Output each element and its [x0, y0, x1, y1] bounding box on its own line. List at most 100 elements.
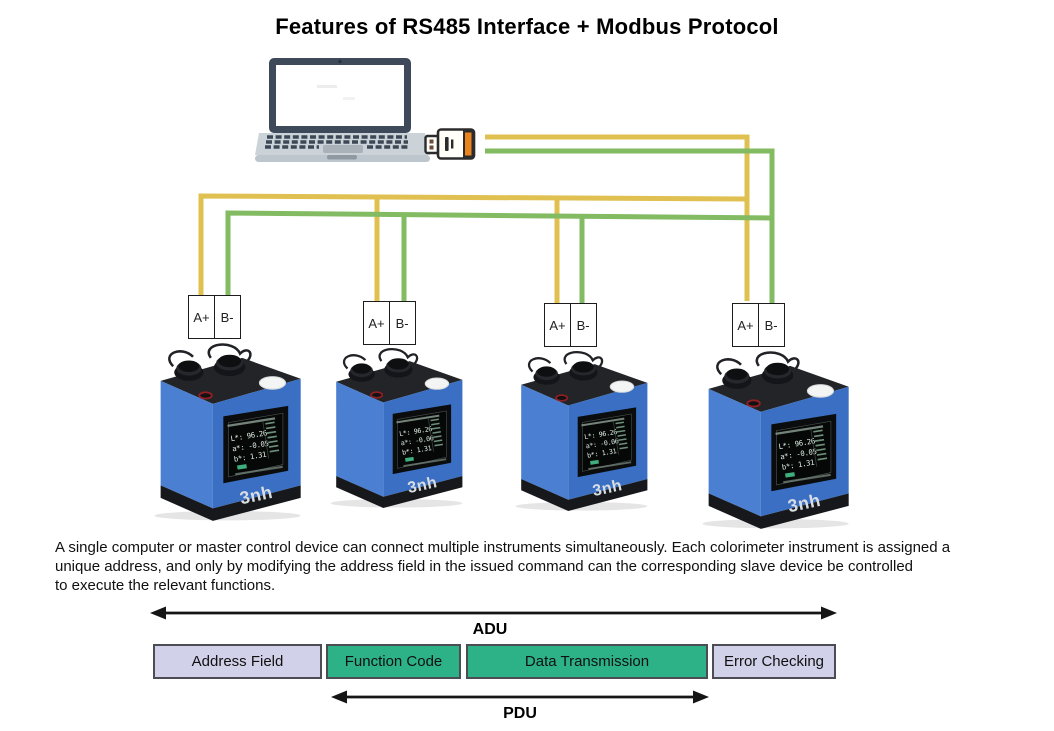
calibration-plate: [609, 380, 635, 393]
connector-cable: [168, 350, 194, 368]
wire-b-main: [485, 148, 775, 305]
connector-cable: [755, 351, 800, 370]
display-footer: [235, 465, 283, 476]
display-menu-divider: [262, 421, 270, 459]
display-menu-column: [615, 421, 628, 450]
brand-logo: 3nh: [406, 474, 439, 497]
brand-logo: 3nh: [591, 477, 624, 500]
display-screen: [776, 420, 832, 486]
usb-pin: [429, 139, 434, 144]
display-footer: [403, 458, 447, 467]
display-content: L*: 96.26 a*: -0.05 b*: 1.31: [227, 417, 283, 476]
usb-rs485-adapter: [424, 128, 476, 160]
terminal-a-plus: A+: [188, 295, 215, 339]
laptop-base-notch: [327, 155, 357, 160]
display-green-key: [237, 464, 247, 470]
terminal-pair-4: A+ B-: [732, 303, 785, 347]
connector-knob: [218, 354, 242, 368]
connector-knob: [352, 363, 372, 374]
instrument-base: [708, 493, 849, 529]
laptop-screen: [276, 65, 404, 126]
display-menu-column: [813, 429, 828, 461]
wire-a-bus: [198, 193, 748, 297]
display-header: [396, 414, 440, 424]
instrument-base: [521, 478, 648, 511]
display-content: L*: 96.26 a*: -0.05 b*: 1.31: [775, 425, 831, 484]
instrument-base: [160, 485, 301, 521]
adapter-marking: [451, 139, 454, 149]
connector-cable: [563, 351, 604, 368]
usb-pin: [429, 145, 434, 150]
instrument-top: [521, 364, 648, 406]
connector-cable: [716, 358, 742, 376]
adapter-marking: [445, 137, 449, 151]
connector-cable: [527, 357, 552, 373]
screen-glare: [317, 85, 337, 88]
description-line-2: unique address, and only by modifying th…: [55, 558, 914, 575]
colorimeter-instrument-2: L*: 96.26 a*: -0.06 b*: 1.31 3nh: [330, 348, 463, 508]
display-menu-column: [430, 418, 443, 447]
terminal-pair-2: A+ B-: [363, 301, 416, 345]
adapter-orange-stripe: [463, 130, 474, 158]
display-green-key: [590, 459, 599, 465]
terminal-a-plus: A+: [732, 303, 759, 347]
instrument-top: [708, 365, 849, 412]
terminal-pair-1: A+ B-: [188, 295, 241, 339]
display-screen: [582, 413, 632, 472]
field-function-code-label: Function Code: [344, 653, 443, 670]
display-header: [581, 417, 625, 427]
instrument-top: [336, 361, 463, 403]
field-address-label: Address Field: [191, 653, 284, 670]
adu-label: ADU: [472, 621, 508, 638]
terminal-b-minus: B-: [569, 303, 597, 347]
usb-plug: [424, 134, 440, 155]
field-error-checking: Error Checking: [712, 644, 836, 679]
instrument-left-face: [336, 381, 384, 497]
display-menu-divider: [612, 421, 619, 455]
connector-knob: [537, 366, 557, 377]
instrument-base: [336, 475, 463, 508]
wire-b-group: [225, 148, 775, 305]
terminal-b-minus: B-: [388, 301, 416, 345]
calibration-plate: [258, 376, 287, 390]
field-data-transmission-label: Data Transmission: [524, 653, 650, 670]
wire-a-main: [485, 134, 750, 301]
connector-knob: [572, 361, 594, 373]
display-header: [227, 417, 276, 428]
aperture-ring: [555, 394, 569, 402]
pdu-arrow: [331, 690, 709, 704]
display-menu-column: [265, 421, 280, 453]
display-green-key: [785, 472, 795, 478]
wire-b-bus: [225, 210, 773, 297]
display-footer: [588, 461, 632, 470]
connector-knob: [726, 368, 748, 380]
instrument-left-face: [160, 380, 213, 509]
display-menu-divider: [427, 418, 434, 452]
pdu-label: PDU: [503, 705, 537, 722]
terminal-pair-3: A+ B-: [544, 303, 597, 347]
description-line-1: A single computer or master control devi…: [55, 539, 951, 556]
connector-knob: [387, 358, 409, 370]
terminal-a-plus: A+: [544, 303, 571, 347]
terminal-a-plus: A+: [363, 301, 390, 345]
display-footer: [783, 473, 831, 484]
field-data-transmission: Data Transmission: [466, 644, 708, 679]
instrument-top: [160, 357, 301, 404]
adu-arrow: [150, 606, 837, 620]
aperture-ring: [198, 391, 213, 400]
calibration-plate: [424, 377, 450, 390]
screen-glare: [343, 97, 355, 100]
field-error-checking-label: Error Checking: [723, 653, 825, 670]
calibration-plate: [806, 384, 835, 398]
display-header: [775, 425, 824, 436]
colorimeter-instrument-1: L*: 96.26 a*: -0.05 b*: 1.31 3nh: [154, 343, 301, 521]
connector-cable: [207, 343, 252, 362]
laptop-illustration: [255, 58, 430, 162]
terminal-b-minus: B-: [757, 303, 785, 347]
page-title: Features of RS485 Interface + Modbus Pro…: [275, 14, 779, 39]
field-address: Address Field: [153, 644, 322, 679]
display-menu-divider: [810, 429, 818, 467]
aperture-ring: [370, 391, 384, 399]
instrument-left-face: [708, 388, 761, 517]
connector-cable: [378, 348, 419, 365]
